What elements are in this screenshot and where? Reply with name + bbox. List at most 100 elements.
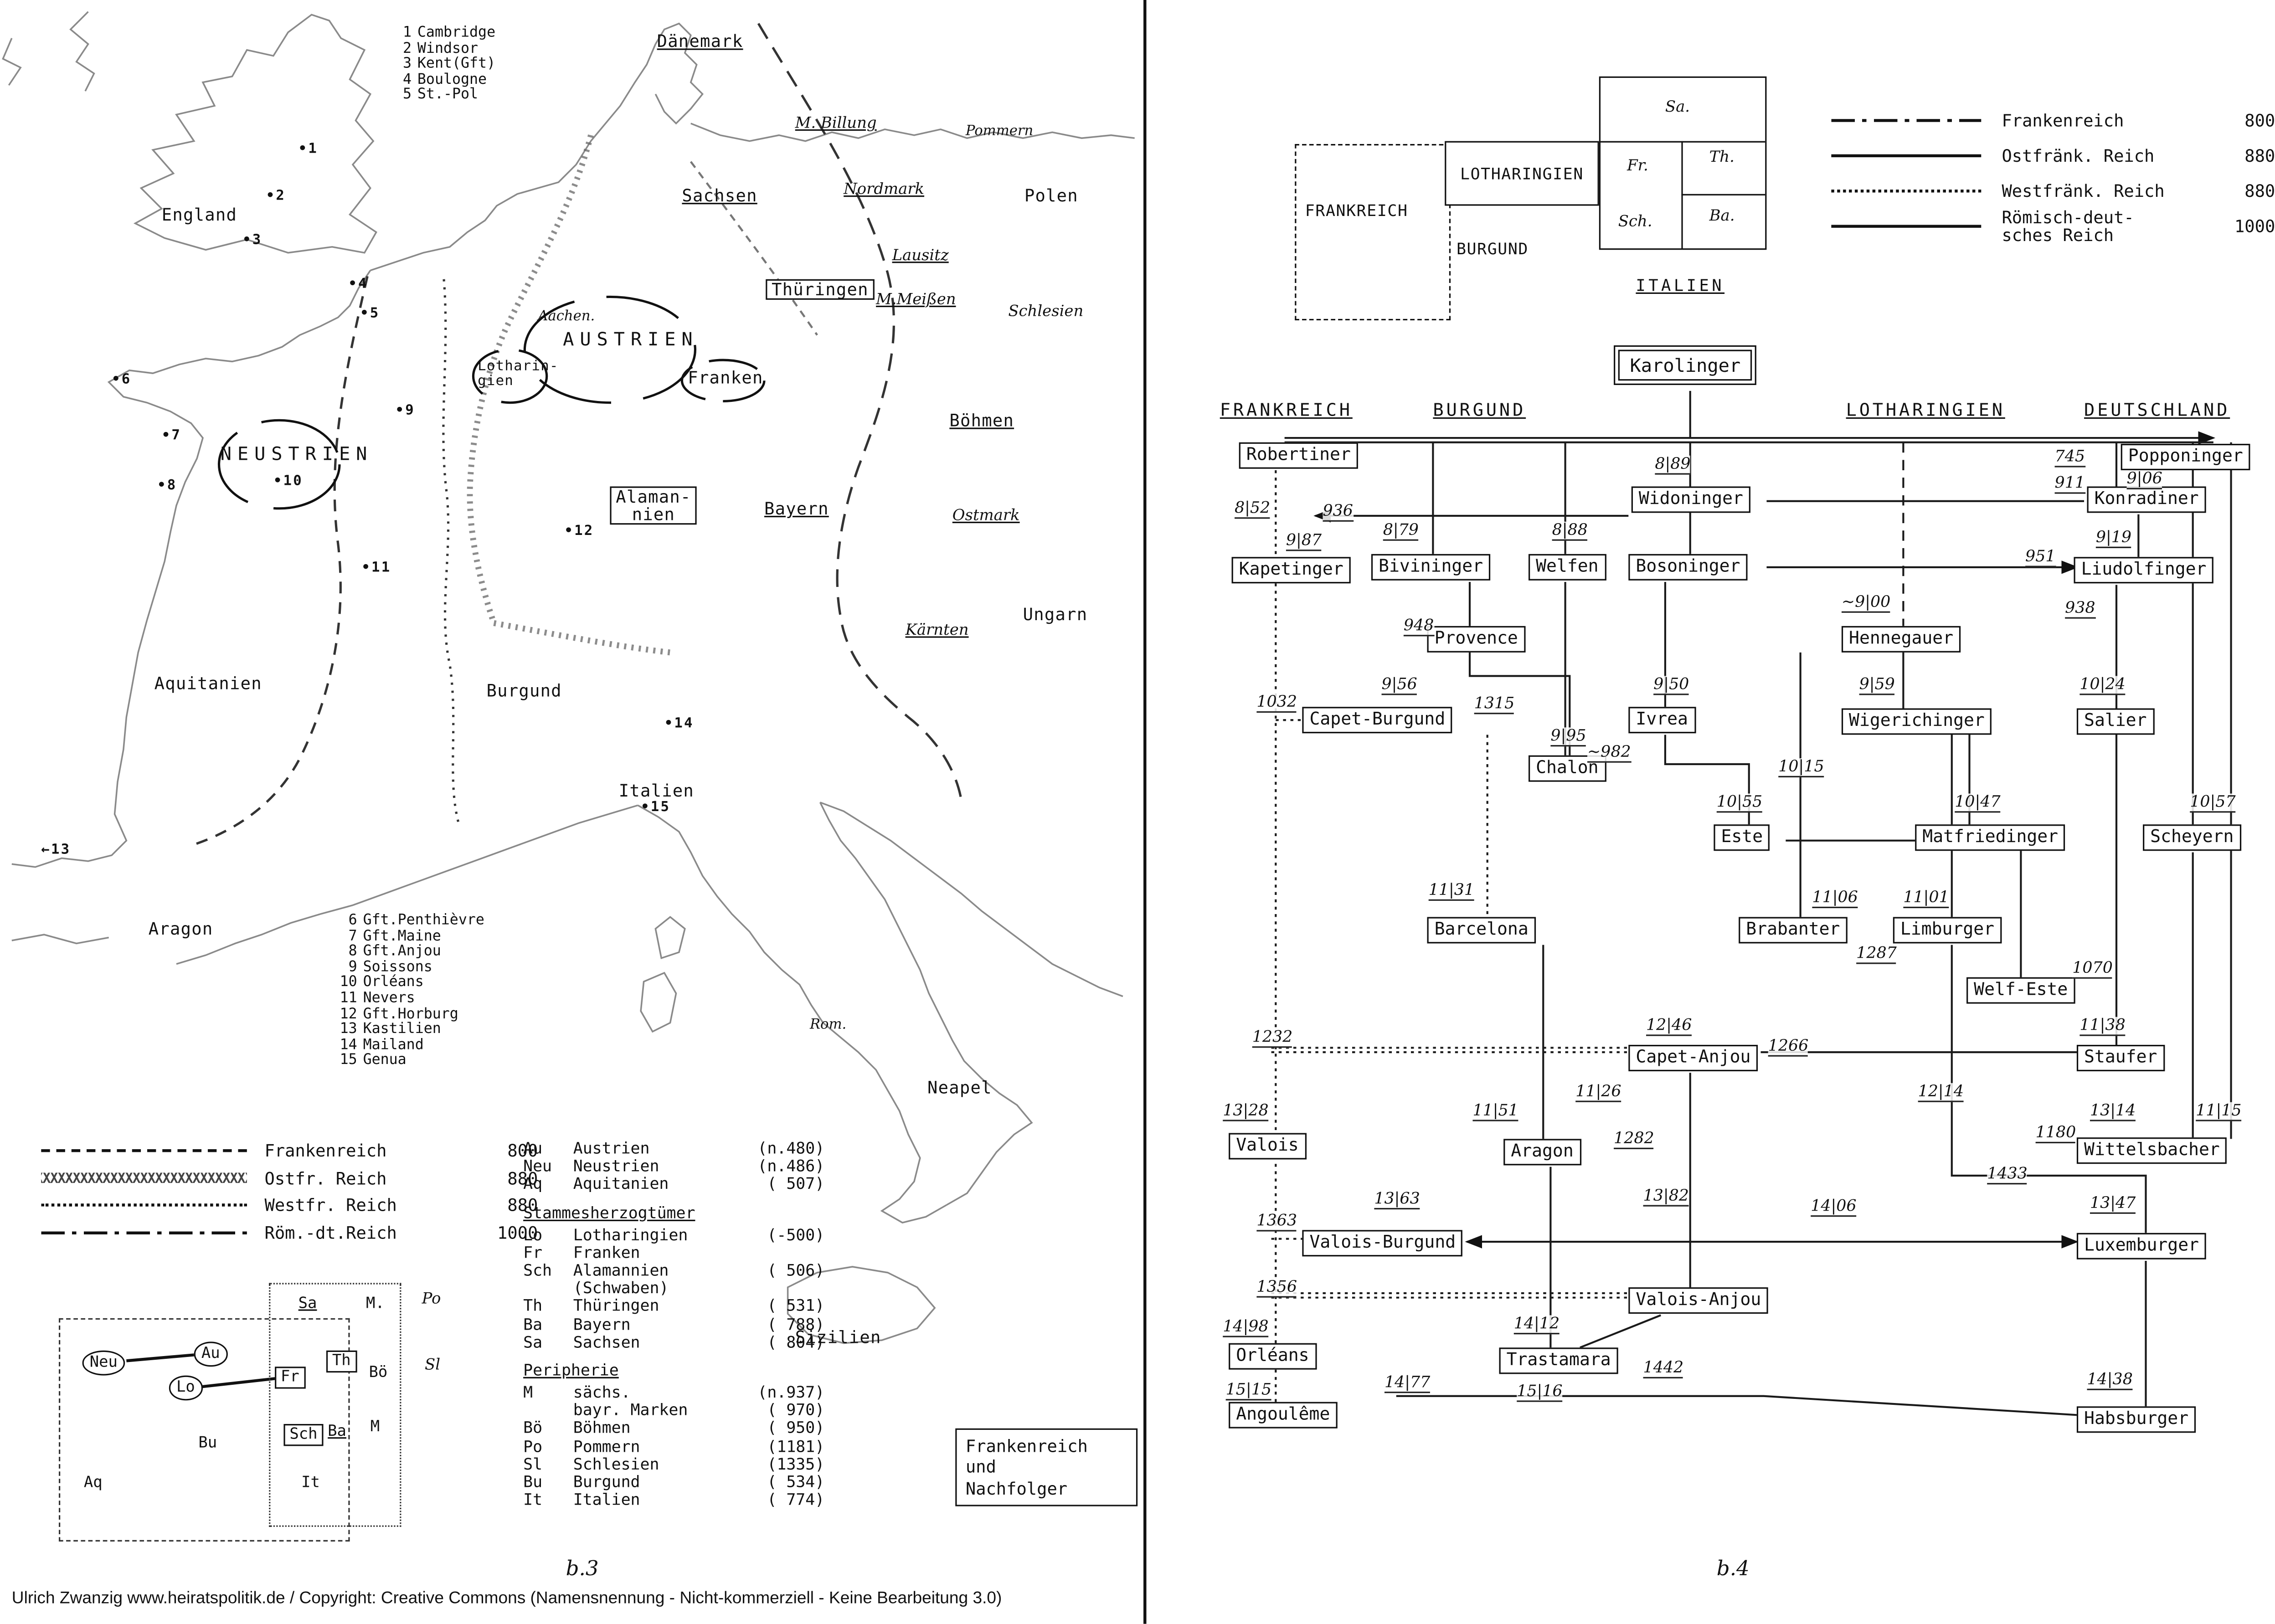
dynasty-box: Limburger bbox=[1893, 917, 2002, 943]
date-label: 11|31 bbox=[1428, 881, 1475, 901]
legend-year: 880 bbox=[507, 1168, 538, 1189]
dynasty-box: Habsburger bbox=[2076, 1406, 2196, 1432]
column-header: FRANKREICH bbox=[1220, 400, 1353, 421]
date-label: 11|06 bbox=[1812, 889, 1858, 908]
date-label: 911 bbox=[2054, 474, 2085, 494]
legend-label: Ostfr. Reich bbox=[264, 1167, 387, 1189]
dynasty-box: Welfen bbox=[1529, 554, 1606, 580]
date-label: 9|19 bbox=[2095, 529, 2132, 548]
map-region-label: Ostmark bbox=[952, 507, 1020, 525]
date-label: 1032 bbox=[1256, 693, 1297, 713]
legend-label: Römisch-deut- sches Reich bbox=[2002, 207, 2134, 246]
dynasty-box: Salier bbox=[2076, 708, 2154, 735]
legend-year: 880 bbox=[2244, 145, 2275, 166]
schematic-label: Sch bbox=[283, 1424, 324, 1445]
dynasty-box: Kapetinger bbox=[1231, 557, 1351, 583]
schematic-label: Bö bbox=[369, 1363, 388, 1382]
date-label: 948 bbox=[1403, 617, 1434, 637]
date-label: ~9|00 bbox=[1841, 593, 1891, 613]
map-region-label: Rom. bbox=[809, 1017, 847, 1033]
schematic-cell-sa: Sa. bbox=[1665, 98, 1690, 116]
figure-label-left: b.3 bbox=[566, 1557, 599, 1582]
date-label: 14|77 bbox=[1384, 1373, 1431, 1393]
map-point-marker: •2 bbox=[266, 188, 286, 205]
dynasty-box: Scheyern bbox=[2143, 824, 2241, 850]
map-region-label: Neapel bbox=[927, 1077, 992, 1098]
date-label: 1433 bbox=[1987, 1165, 2028, 1184]
date-label: 15|15 bbox=[1225, 1381, 1272, 1401]
map-region-label: England bbox=[161, 204, 237, 225]
schematic-label: Fr bbox=[275, 1367, 305, 1388]
date-label: 1442 bbox=[1643, 1359, 1684, 1378]
map-region-label: Bayern bbox=[764, 498, 829, 519]
schematic-label: Sa bbox=[298, 1295, 317, 1312]
key-row: (Schwaben) bbox=[573, 1279, 669, 1298]
date-label: 951 bbox=[2025, 548, 2056, 567]
column-header: DEUTSCHLAND bbox=[2084, 400, 2230, 421]
date-label: ~982 bbox=[1587, 743, 1631, 763]
date-label: 9|95 bbox=[1550, 727, 1586, 746]
legend-label: Frankenreich bbox=[2002, 110, 2124, 131]
map-point-marker: •6 bbox=[112, 371, 132, 388]
date-label: 12|14 bbox=[1918, 1083, 1964, 1102]
schematic-cell-sch: Sch. bbox=[1618, 213, 1652, 231]
map-region-label: Aachen. bbox=[538, 308, 595, 325]
date-label: 1315 bbox=[1474, 694, 1515, 714]
schematic-cell-th: Th. bbox=[1709, 148, 1735, 166]
date-label: 8|89 bbox=[1655, 455, 1691, 475]
schematic-duchy-grid: Sa. Fr. Th. Sch. Ba. bbox=[1599, 76, 1767, 250]
map-region-label: Sizilien bbox=[795, 1327, 881, 1348]
date-label: 14|98 bbox=[1223, 1318, 1269, 1337]
schematic-label: It bbox=[301, 1474, 320, 1492]
dynasty-box: Orléans bbox=[1229, 1343, 1317, 1369]
legend-label: Frankenreich bbox=[264, 1141, 387, 1161]
map-region-label: Thüringen bbox=[766, 279, 875, 300]
map-point-marker: •12 bbox=[564, 523, 594, 540]
schematic-italien-label: ITALIEN bbox=[1636, 276, 1725, 296]
legend-label: Westfr. Reich bbox=[264, 1195, 397, 1216]
column-header: BURGUND bbox=[1433, 400, 1526, 421]
date-label: 745 bbox=[2054, 447, 2085, 468]
map-region-label: Sachsen bbox=[682, 185, 757, 206]
schematic-dotted-frame bbox=[269, 1283, 401, 1527]
date-label: 13|28 bbox=[1223, 1102, 1269, 1121]
map-point-marker: •5 bbox=[360, 305, 380, 322]
map-point-marker: •4 bbox=[348, 276, 368, 293]
legend-label: Ostfränk. Reich bbox=[2002, 145, 2155, 166]
date-label: 1356 bbox=[1256, 1278, 1297, 1298]
schematic-lotharingien-label: LOTHARINGIEN bbox=[1460, 164, 1584, 183]
dynasty-box: Luxemburger bbox=[2076, 1233, 2207, 1259]
dynasty-box: Matfriedinger bbox=[1915, 824, 2066, 850]
dynasty-box: Bivininger bbox=[1371, 554, 1491, 580]
dynasty-box-karolinger: Karolinger bbox=[1613, 344, 1758, 386]
dynasty-box: Bosoninger bbox=[1628, 554, 1748, 580]
dynasty-box: Provence bbox=[1427, 626, 1525, 652]
dynasty-box: Este bbox=[1714, 824, 1771, 850]
map-point-marker: •7 bbox=[161, 427, 182, 444]
map-region-label: NEUSTRIEN bbox=[220, 442, 373, 465]
map-region-label: Dänemark bbox=[657, 31, 743, 51]
map-region-label: Italien bbox=[618, 780, 695, 801]
date-label: 1287 bbox=[1856, 944, 1897, 964]
date-label: 1363 bbox=[1256, 1212, 1297, 1232]
dynasty-box: Barcelona bbox=[1427, 917, 1536, 943]
date-label: 9|59 bbox=[1859, 675, 1895, 695]
schematic-frankreich-label: FRANKREICH bbox=[1305, 201, 1408, 221]
schematic-label: M bbox=[370, 1418, 380, 1436]
date-label: 1232 bbox=[1252, 1028, 1293, 1048]
